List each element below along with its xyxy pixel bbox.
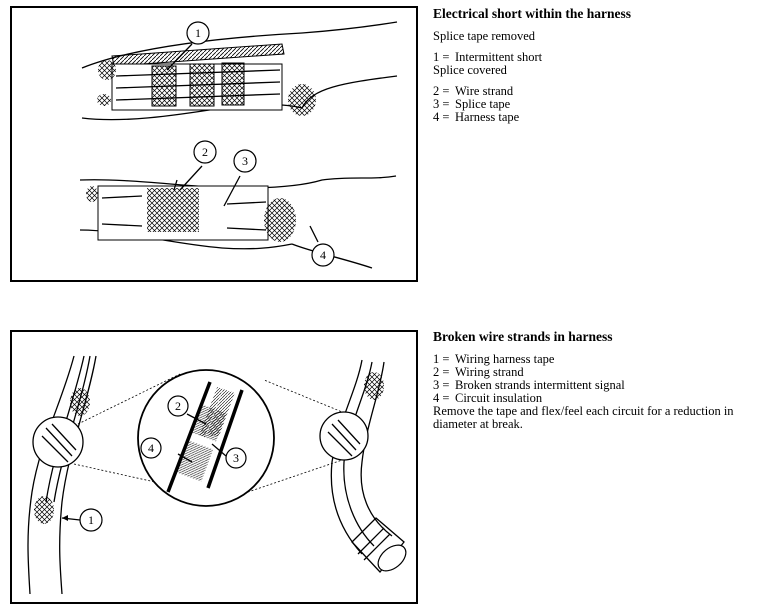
section-title: Electrical short within the harness (433, 6, 631, 21)
legend-item: 2 = Wiring strand (433, 365, 524, 379)
section-short-text: Electrical short within the harness Spli… (433, 6, 763, 124)
svg-text:4: 4 (320, 248, 326, 262)
callout-4: 4 (311, 243, 335, 267)
svg-text:1: 1 (195, 26, 201, 40)
legend-item: 2 = Wire strand (433, 84, 514, 98)
legend-item: 1 = Intermittent short (433, 50, 543, 64)
subhead-splice-covered: Splice covered (433, 63, 507, 77)
legend-item: 4 = Harness tape (433, 110, 520, 124)
callout-2-magnified: 2 (167, 395, 189, 417)
legend-item: 3 = Splice tape (433, 97, 511, 111)
svg-text:3: 3 (242, 154, 248, 168)
callout-1-top: 1 (186, 21, 210, 45)
illustration-panel-short: 1 2 3 4 (10, 6, 418, 282)
harness-illustration-icon: 1 2 3 4 (79, 21, 398, 269)
svg-text:3: 3 (233, 451, 239, 465)
legend-item: 1 = Wiring harness tape (433, 352, 555, 366)
illustration-panel-broken-strands: 2 4 3 1 (10, 330, 418, 604)
broken-strand-illustration-icon: 2 4 3 1 (27, 355, 407, 595)
callout-1-bottom: 1 (79, 508, 103, 532)
callout-3: 3 (233, 149, 257, 173)
svg-text:2: 2 (202, 145, 208, 159)
callout-2: 2 (193, 140, 217, 164)
svg-text:2: 2 (175, 399, 181, 413)
svg-text:4: 4 (148, 441, 154, 455)
svg-text:1: 1 (88, 513, 94, 527)
subhead-tape-removed: Splice tape removed (433, 29, 536, 43)
callout-3-magnified: 3 (225, 447, 247, 469)
instruction-note: Remove the tape and flex/feel each circu… (433, 404, 734, 431)
legend-item: 4 = Circuit insulation (433, 391, 543, 405)
section-broken-strands-text: Broken wire strands in harness 1 = Wirin… (433, 329, 763, 431)
legend-item: 3 = Broken strands intermittent signal (433, 378, 625, 392)
section-title: Broken wire strands in harness (433, 329, 613, 344)
callout-4-magnified: 4 (140, 437, 162, 459)
